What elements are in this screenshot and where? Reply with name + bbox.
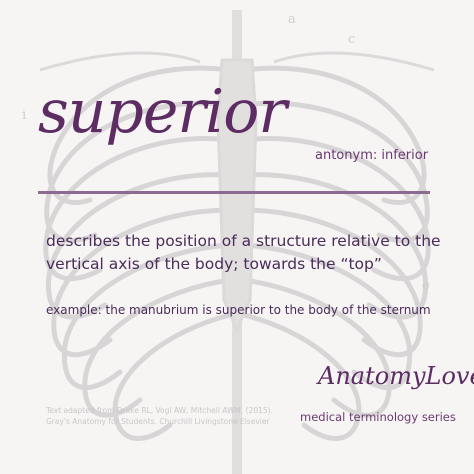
antonym-text: antonym: inferior [315, 148, 429, 163]
divider [38, 191, 430, 194]
example-text: example: the manubrium is superior to th… [46, 303, 431, 317]
figure-label-i: i [22, 108, 27, 123]
source-citation: Text adapted from Drake RL, Vogl AW, Mit… [46, 406, 273, 426]
term-title: superior [38, 77, 287, 147]
figure-label-a: a [288, 12, 296, 27]
brand-logo: AnatomyLove [318, 362, 474, 390]
figure-label-e: e [422, 278, 430, 293]
definition-text: describes the position of a structure re… [46, 232, 441, 273]
figure-label-b: c [348, 32, 356, 47]
brand-tagline: medical terminology series [300, 410, 456, 424]
